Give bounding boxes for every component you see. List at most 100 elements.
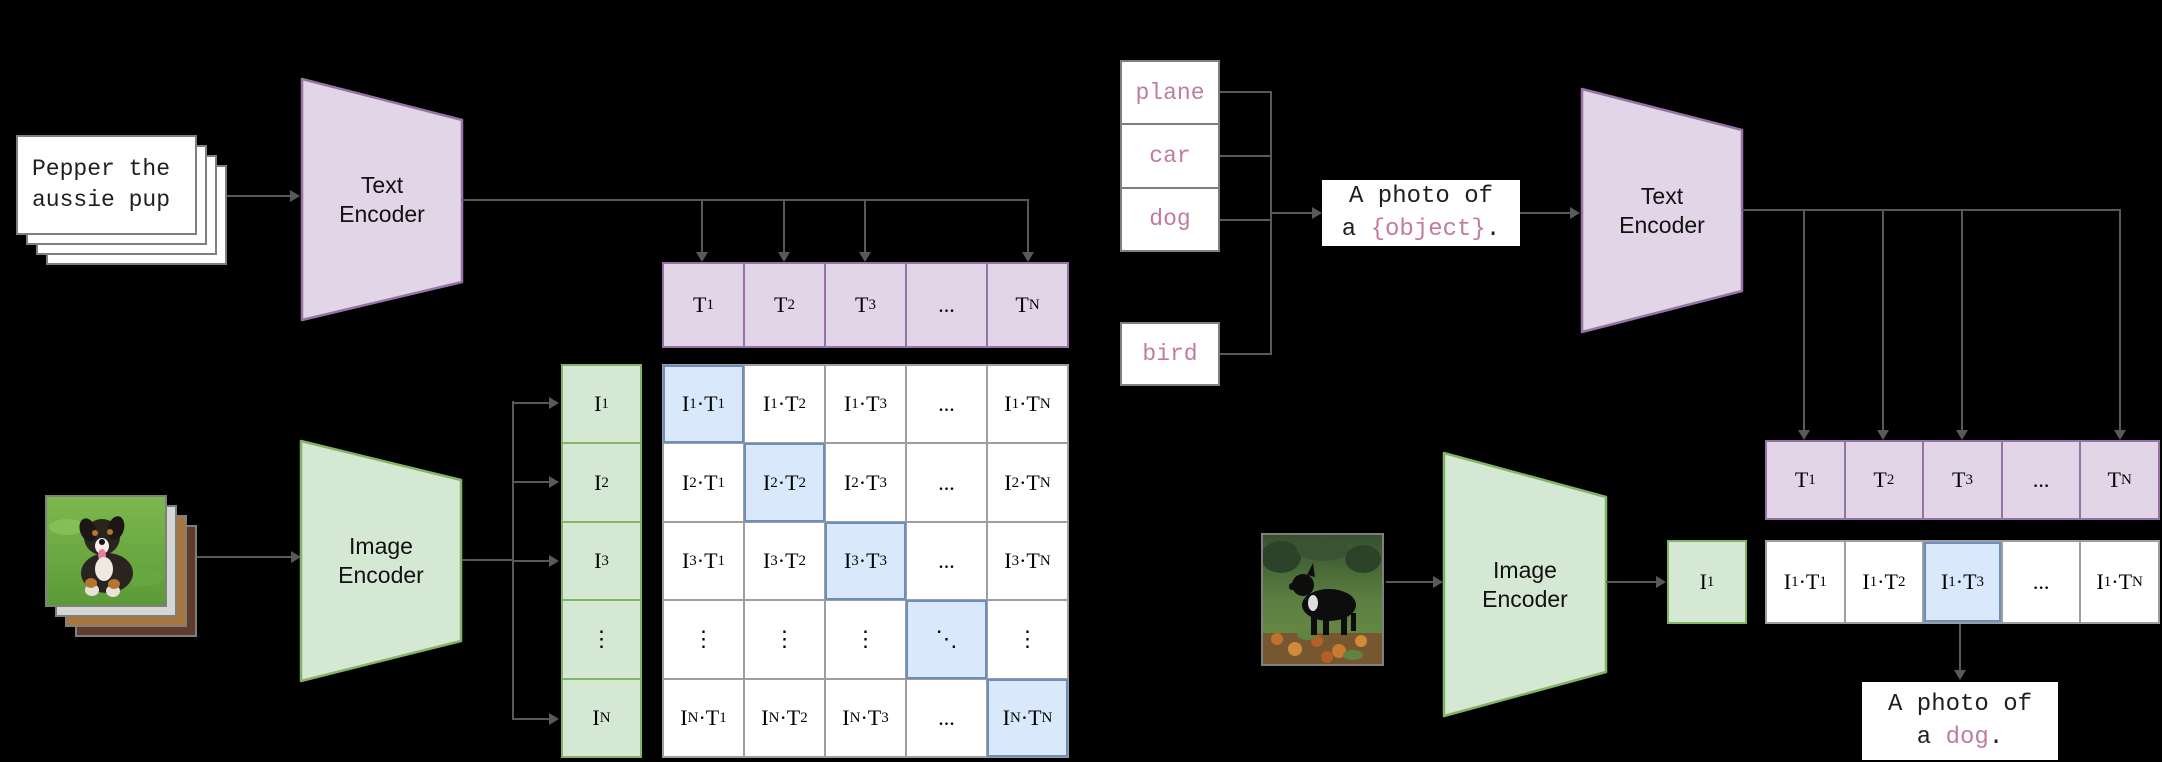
connector-line [197,556,293,558]
training-image-puppy [45,495,167,607]
arrowhead-icon [1433,576,1443,588]
arrowhead-icon [1954,670,1966,680]
prediction-line1: A photo of [1887,691,2033,718]
arrowhead-icon [549,476,559,488]
prediction-line2: a dog. [1916,724,2004,751]
similarity-matrix-cell: ⋱ [906,600,987,679]
text-encoder-shape [1580,87,1744,334]
prediction-object: dog [1945,724,1989,751]
text-input-line1: Pepper the [32,156,171,182]
connector-line [1270,91,1272,355]
arrowhead-icon [778,252,790,262]
connector-line [1606,581,1658,583]
arrowhead-icon [1877,430,1889,440]
connector-line [1027,201,1029,252]
text-encoder-label: Text Encoder [1619,182,1705,238]
connector-line [1803,211,1805,430]
arrowhead-icon [1956,430,1968,440]
connector-line [1386,581,1435,583]
prompt-placeholder: {object} [1370,216,1486,243]
connector-line [864,201,866,252]
similarity-matrix-cell: ⋮ [987,600,1068,679]
connector-line [512,560,550,562]
prompt-template-box: A photo of a {object}. [1322,180,1520,246]
similarity-matrix-cell: ⋮ [663,600,744,679]
arrowhead-icon [1022,252,1034,262]
prompt-line1: A photo of [1348,183,1494,210]
arrowhead-icon [2114,430,2126,440]
arrowhead-icon [291,551,301,563]
connector-line [1220,155,1272,157]
connector-line [1961,211,1963,430]
connector-line [1270,212,1314,214]
text-input-line2: aussie pup [32,187,171,213]
arrowhead-icon [549,555,559,567]
arrowhead-icon [696,252,708,262]
similarity-matrix-cell: ⋮ [825,600,906,679]
connector-line [1742,209,2121,211]
arrowhead-icon [290,190,300,202]
connector-line [462,199,1029,201]
similarity-matrix-cell: ... [906,443,987,522]
class-label: car [1122,123,1218,186]
image-encoder-label: Image Encoder [1482,556,1568,612]
image-encoder-shape [299,439,463,683]
similarity-matrix-cell: ... [906,521,987,601]
image-encoder-label: Image Encoder [338,533,424,588]
text-embedding-cell: ... [905,264,986,346]
connector-line [1882,211,1884,430]
connector-line [1959,624,1961,670]
connector-line [701,201,703,252]
arrowhead-icon [1312,207,1322,219]
similarity-cell: ... [2000,542,2080,622]
arrowhead-icon [859,252,871,262]
arrowhead-icon [549,397,559,409]
prompt-line2: a {object}. [1341,216,1501,243]
connector-line [512,481,550,483]
connector-line [512,718,550,720]
text-encoder-label: Text Encoder [339,171,425,227]
arrowhead-icon [1570,207,1580,219]
similarity-matrix-cell: ... [906,365,987,444]
class-label: plane [1135,79,1205,106]
text-input-card: Pepper the aussie pup [16,135,197,235]
connector-line [227,195,290,197]
class-label: bird [1120,322,1220,386]
text-encoder-shape [300,77,464,322]
connector-line [1220,219,1272,221]
connector-line [2119,211,2121,430]
connector-line [1220,91,1272,93]
